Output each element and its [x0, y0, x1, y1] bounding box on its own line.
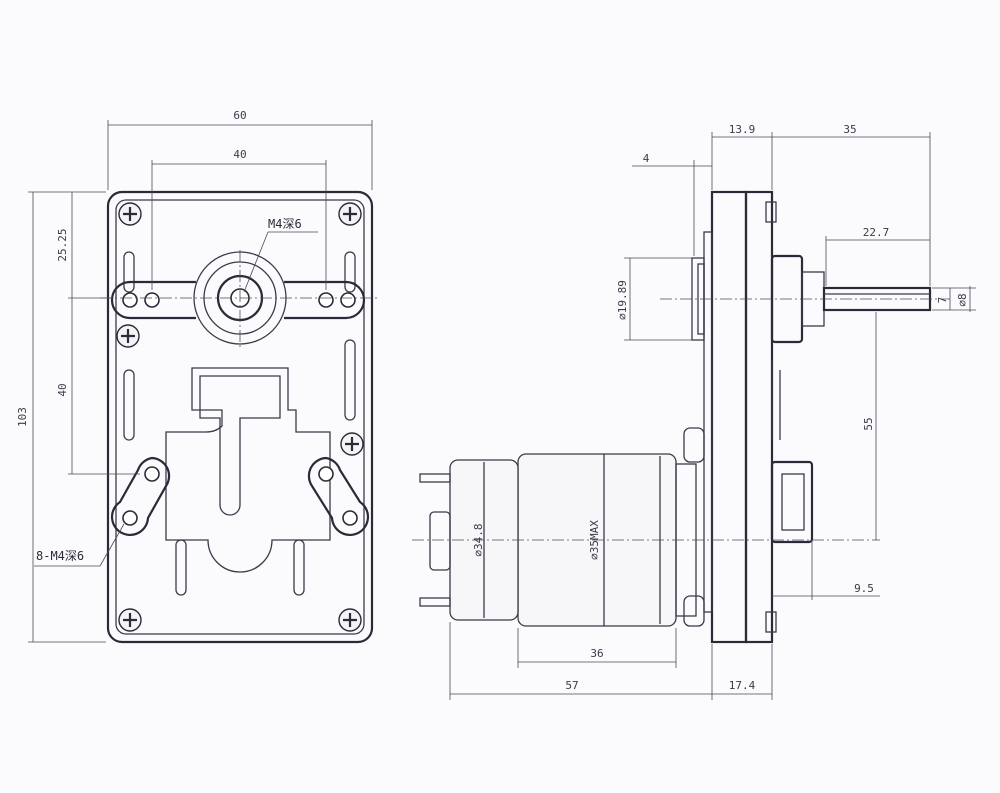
- dim-side-axis-offset: 55: [862, 417, 875, 430]
- corner-screw-left-mid: [116, 324, 140, 348]
- slot-right-lower: [344, 339, 356, 421]
- label-mount-holes: 8-M4深6: [36, 549, 84, 563]
- corner-screw-top-right: [338, 202, 362, 226]
- dim-motor-max-dia: ⌀35MAX: [588, 520, 601, 560]
- lower-boss-inner: [781, 473, 805, 531]
- dim-motor-dia: ⌀34.8: [472, 523, 485, 556]
- slot-left-lower: [123, 369, 135, 441]
- dim-front-top-offset: 25.25: [56, 228, 69, 261]
- mount-hole: [122, 292, 138, 308]
- dim-front-width: 60: [233, 109, 246, 122]
- upper-mount-bar: [110, 280, 366, 320]
- gearbox-front-plate: [710, 190, 748, 644]
- corner-screw-bottom-left: [118, 608, 142, 632]
- dim-side-boss: 9.5: [854, 582, 874, 595]
- slot-bottom-left: [175, 539, 187, 596]
- gear-cavity-outline: [165, 367, 331, 573]
- inner-cavity: [199, 375, 281, 516]
- dim-side-shaft-len: 22.7: [863, 226, 890, 239]
- corner-screw-top-left: [118, 202, 142, 226]
- front-plate-inner: [115, 199, 365, 635]
- dim-side-gear-depth: 13.9: [729, 123, 756, 136]
- dim-side-hub-dia: ⌀19.89: [616, 280, 629, 320]
- mount-hole: [318, 292, 334, 308]
- motor-shaft-cap: [429, 511, 451, 571]
- dim-side-shaft-flat: 7: [936, 297, 949, 304]
- corner-screw-bottom-right: [338, 608, 362, 632]
- mount-hole: [342, 510, 358, 526]
- mount-hole: [144, 292, 160, 308]
- dim-gearbox-depth: 17.4: [729, 679, 756, 692]
- label-center-hole: M4深6: [268, 217, 302, 231]
- dim-side-flange: 4: [643, 152, 650, 165]
- dim-side-shaft-dia: ⌀8: [956, 293, 969, 306]
- mount-hole: [340, 292, 356, 308]
- lower-left-mount-link: [110, 456, 171, 537]
- dim-motor-body-len: 36: [590, 647, 603, 660]
- mount-hole: [122, 510, 138, 526]
- gear-detail: [683, 427, 705, 463]
- side-view: 13.9 35 4 22.7 ⌀19.89 7 ⌀8 55 9.5: [412, 123, 976, 700]
- lower-right-mount-link: [307, 456, 370, 537]
- slot-bottom-right: [293, 539, 305, 596]
- gearbox-flange-top: [765, 201, 777, 223]
- dim-front-mid-span: 40: [56, 383, 69, 396]
- lower-boss: [770, 460, 814, 544]
- dim-front-height: 103: [16, 407, 29, 427]
- dim-front-hole-span: 40: [233, 148, 246, 161]
- motor-terminal-bottom: [419, 597, 451, 607]
- corner-screw-right-mid: [340, 432, 364, 456]
- slot-left-upper: [123, 251, 135, 293]
- front-plate-outline: [106, 190, 374, 644]
- motor-terminal-top: [419, 473, 451, 483]
- gearbox-rear-plate: [744, 190, 774, 644]
- slot-right-upper: [344, 251, 356, 293]
- gearbox-flange-bottom: [765, 611, 777, 633]
- gearbox-side-plate: [703, 231, 713, 613]
- dim-side-shaft-total: 35: [843, 123, 856, 136]
- mount-hole: [144, 466, 160, 482]
- front-view: 60 40 103 25.25 40 M4深6 8-M4深6: [16, 109, 380, 644]
- dim-motor-total-len: 57: [565, 679, 578, 692]
- mount-hole: [318, 466, 334, 482]
- gear-detail-lower: [683, 595, 705, 627]
